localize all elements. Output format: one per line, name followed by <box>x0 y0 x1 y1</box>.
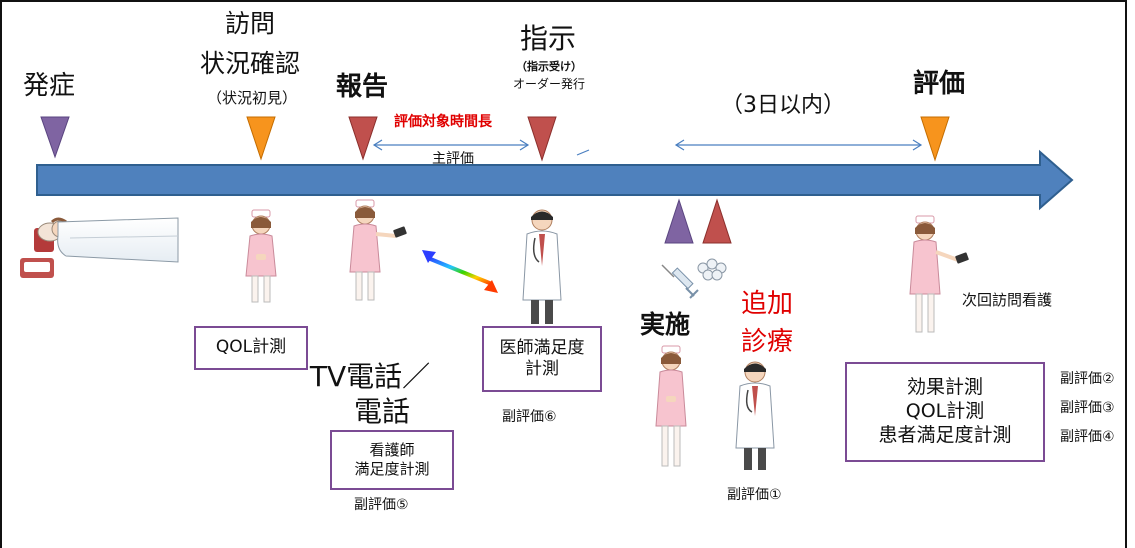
implementation-label: 実施 <box>640 310 691 339</box>
communication-arrow-icon <box>422 250 498 293</box>
main-eval-span-arrow <box>372 139 530 151</box>
doctor-satisfaction-text-1: 医師満足度 <box>499 337 585 358</box>
nurse-icon <box>909 215 969 333</box>
effect-measure-text-1: 効果計測 <box>906 376 983 399</box>
main-eval-label: 主評価 <box>432 151 474 167</box>
qol-measure-box: QOL計測 <box>194 326 308 370</box>
report-marker <box>348 116 378 161</box>
sub-eval-2: 副評価② <box>1060 371 1115 387</box>
doctor-icon <box>522 209 562 324</box>
instruction-sub-label-2: オーダー発行 <box>512 77 586 91</box>
doctor-satisfaction-box: 医師満足度 計測 <box>482 326 602 392</box>
next-visit-label: 次回訪問看護 <box>962 291 1053 309</box>
eval-target-time-label: 評価対象時間長 <box>394 114 492 130</box>
syringe-icon <box>661 264 699 299</box>
doctor-icon <box>735 361 775 470</box>
nurse-satisfaction-text-2: 満足度計測 <box>354 460 430 478</box>
evaluation-label: 評価 <box>913 69 966 99</box>
timeline-arrow <box>36 149 1074 211</box>
instruction-label: 指示 <box>519 22 577 55</box>
implementation-marker <box>664 198 694 244</box>
sub-eval-4: 副評価④ <box>1060 429 1115 445</box>
tv-phone-label-2: 電話 <box>353 395 411 428</box>
tick-mark <box>576 149 590 156</box>
instruction-marker <box>527 116 557 162</box>
sub-eval-6: 副評価⑥ <box>502 409 557 425</box>
effect-measure-box: 効果計測 QOL計測 患者満足度計測 <box>845 362 1045 462</box>
additional-care-label-1: 追加 <box>740 289 794 319</box>
visit-sub-label: （状況初見） <box>206 89 298 107</box>
nurse-satisfaction-box: 看護師 満足度計測 <box>330 430 454 490</box>
tv-phone-label-1: TV電話／ <box>309 360 431 393</box>
qol-measure-text: QOL計測 <box>215 337 287 358</box>
within-three-days-label: （3日以内） <box>721 93 845 118</box>
pills-icon <box>697 258 727 281</box>
onset-marker <box>40 116 70 159</box>
additional-care-label-2: 診療 <box>740 327 794 357</box>
visit-label-line1: 訪問 <box>224 9 276 38</box>
report-label: 報告 <box>336 72 389 102</box>
effect-measure-text-3: 患者満足度計測 <box>878 423 1012 446</box>
onset-label: 発症 <box>23 71 76 101</box>
nurse-icon <box>655 345 687 467</box>
three-day-span-arrow <box>674 139 923 151</box>
additional-care-marker <box>702 198 732 244</box>
sub-eval-3: 副評価③ <box>1060 400 1115 416</box>
doctor-satisfaction-text-2: 計測 <box>525 359 559 379</box>
effect-measure-text-2: QOL計測 <box>905 400 985 423</box>
sub-eval-1: 副評価① <box>727 487 782 503</box>
nurse-icon <box>245 209 277 303</box>
nurse-icon <box>349 199 407 301</box>
visit-marker <box>246 116 276 161</box>
nurse-satisfaction-text-1: 看護師 <box>369 441 415 460</box>
sub-eval-5: 副評価⑤ <box>354 497 409 513</box>
visit-label-line2: 状況確認 <box>199 49 301 78</box>
patient-in-bed-icon <box>20 217 179 278</box>
evaluation-marker <box>920 116 950 162</box>
instruction-sub-label-1: （指示受け） <box>516 60 582 73</box>
